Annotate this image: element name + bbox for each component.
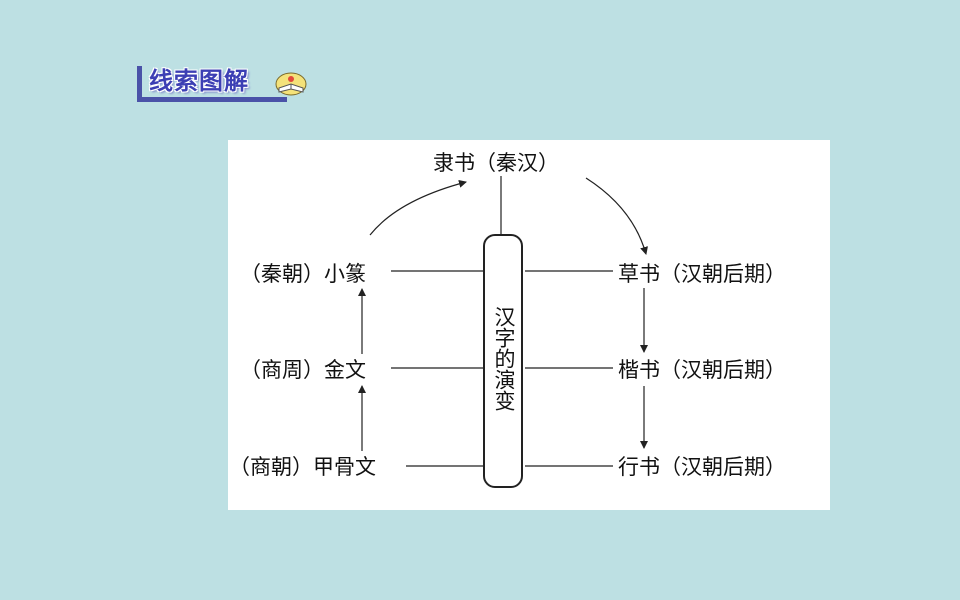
diagram-connectors xyxy=(358,176,648,467)
name-left-3: 甲骨文 xyxy=(313,455,376,479)
name-right-1: 草书 xyxy=(618,262,660,286)
diagram-panel: 隶书（秦汉） （秦朝）小篆 （商周）金文 （商朝）甲骨文 草书（汉朝后期） 楷书… xyxy=(228,140,830,510)
banner-title: 线索图解 xyxy=(149,67,249,95)
node-left-3: （商朝）甲骨文 xyxy=(229,454,376,480)
banner-underline xyxy=(137,97,287,102)
section-banner: 线索图解 xyxy=(137,66,307,102)
arrow-lishu-to-caoshu xyxy=(585,177,648,255)
node-lishu: 隶书（秦汉） xyxy=(433,151,559,175)
era-left-2: （商周） xyxy=(240,358,324,382)
banner-bar xyxy=(137,66,142,102)
name-right-2: 楷书 xyxy=(618,358,660,382)
center-node: 汉字的演变 xyxy=(483,234,523,488)
arrow-xiaozhuan-to-lishu xyxy=(369,179,467,236)
era-left-3: （商朝） xyxy=(229,455,313,479)
node-right-2: 楷书（汉朝后期） xyxy=(618,357,786,383)
node-right-3: 行书（汉朝后期） xyxy=(618,454,786,480)
node-right-1: 草书（汉朝后期） xyxy=(618,261,786,287)
era-right-2: （汉朝后期） xyxy=(660,358,786,382)
center-label: 汉字的演变 xyxy=(492,305,516,411)
node-left-2: （商周）金文 xyxy=(240,357,366,383)
name-left-1: 小篆 xyxy=(324,262,366,286)
era-right-3: （汉朝后期） xyxy=(660,455,786,479)
node-left-1: （秦朝）小篆 xyxy=(240,261,366,287)
name-right-3: 行书 xyxy=(618,455,660,479)
era-left-1: （秦朝） xyxy=(240,262,324,286)
era-right-1: （汉朝后期） xyxy=(660,262,786,286)
name-left-2: 金文 xyxy=(324,358,366,382)
open-book-icon xyxy=(275,72,307,96)
